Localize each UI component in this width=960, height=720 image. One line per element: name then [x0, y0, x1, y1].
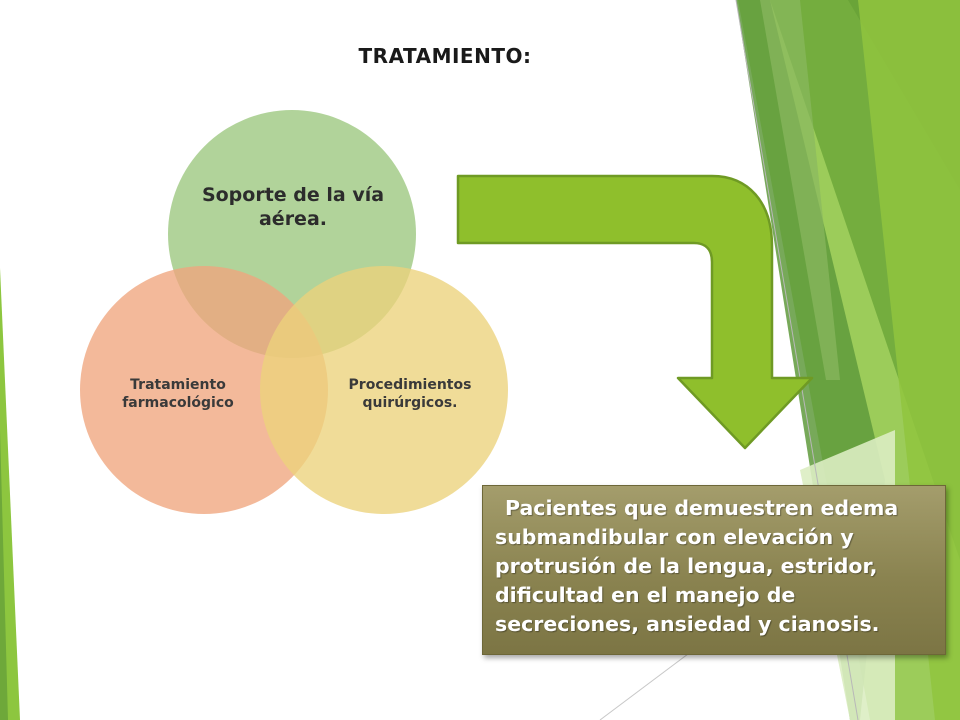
venn-diagram [80, 110, 508, 514]
venn-label-top: Soporte de la vía aérea. [201, 184, 385, 230]
venn-circle-right [260, 266, 508, 514]
info-box-text: Pacientes que demuestren edema submandib… [495, 496, 899, 637]
decorative-facets-left [0, 268, 20, 720]
venn-circle-left [80, 266, 328, 514]
venn-label-left: Tratamiento farmacológico [122, 377, 234, 411]
info-box: Pacientes que demuestren edema submandib… [482, 485, 946, 655]
bent-arrow-icon [456, 174, 814, 450]
venn-label-right: Procedimientos quirúrgicos. [348, 377, 472, 411]
slide-title: TRATAMIENTO: [358, 44, 532, 68]
